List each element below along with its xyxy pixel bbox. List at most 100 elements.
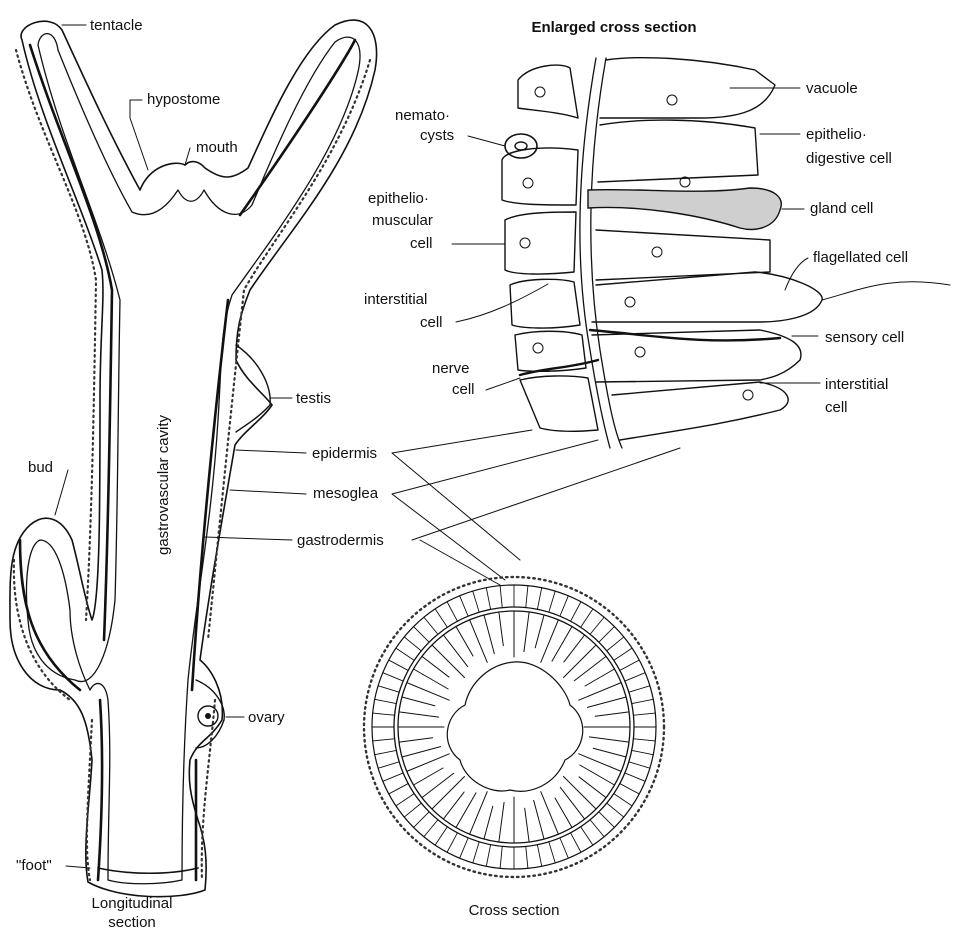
epidermis-cell-wall: [500, 586, 502, 608]
mesoglea-line: [20, 40, 355, 880]
epidermis-cell-wall: [581, 827, 593, 845]
testis-bulge: [236, 345, 270, 432]
epidermis-cell-wall: [473, 591, 479, 612]
label-flagellated-cell: flagellated cell: [813, 249, 908, 266]
label-mouth: mouth: [196, 139, 238, 156]
epidermis-cell-wall: [389, 784, 408, 794]
gastrodermis-cell-wall: [399, 738, 433, 742]
epidermis-cell-wall: [375, 699, 397, 703]
gastrodermis-cell-wall: [422, 656, 449, 677]
leader-flagellated-cell: [785, 258, 808, 290]
epidermis-cell-wall: [526, 586, 528, 608]
mesoglea-band: [580, 58, 622, 448]
leader-gastrodermis: [205, 448, 680, 585]
label-epidermis: epidermis: [312, 445, 377, 462]
epidermis-cell-wall: [599, 812, 615, 828]
gastrodermis-cell-wall: [595, 712, 629, 716]
gastrodermis-cell-wall: [399, 712, 439, 717]
nucleus: [533, 343, 543, 353]
gastrodermis-cell-wall: [499, 802, 504, 842]
label-gastrodermis: gastrodermis: [297, 532, 384, 549]
epidermis-cell-wall: [581, 609, 593, 627]
nucleus: [743, 390, 753, 400]
epidermis-cell-wall: [590, 617, 604, 634]
gastrodermis-cell-wall: [593, 748, 626, 757]
epidermis-cell-wall: [383, 673, 403, 681]
gastrodermis-cell-wall: [499, 612, 503, 646]
label-vacuole: vacuole: [806, 80, 858, 97]
nematocyst-inner: [515, 142, 527, 150]
gastrodermis-cell-wall: [407, 683, 449, 701]
label-gastrovascular-cavity: gastrovascular cavity: [155, 414, 172, 555]
epidermis-cell-wall: [537, 588, 541, 610]
epidermis-cell-wall: [629, 762, 650, 768]
epidermis-cell-wall: [599, 627, 615, 643]
gastrodermis-cell-wall: [541, 620, 559, 662]
caption-cross-section: Cross section: [469, 902, 560, 919]
gastrodermis-cell-wall: [484, 806, 493, 839]
epidermis-cell-wall: [414, 627, 430, 643]
epidermis-cell-wall: [620, 660, 639, 670]
epidermis-cell-wall: [629, 686, 650, 692]
foot-base: [98, 868, 198, 873]
gastrodermis-cell-wall: [525, 808, 529, 842]
label-epitheliodigestive-line1: epithelio·: [806, 126, 867, 143]
label-nematocysts-line1: nemato·: [395, 107, 450, 124]
label-bud: bud: [28, 459, 53, 476]
caption-longitudinal-line1: Longitudinal: [92, 895, 173, 912]
gastrodermis-cell-wall: [432, 645, 465, 678]
epidermis-cell-wall: [460, 596, 468, 616]
label-gland-cell: gland cell: [810, 200, 873, 217]
epidermis-cell-wall: [383, 773, 403, 781]
epidermis-cells: [502, 65, 598, 431]
gastrodermis-cell-wall: [484, 615, 494, 654]
label-foot: "foot": [16, 857, 52, 874]
label-mesoglea: mesoglea: [313, 485, 379, 502]
gastrodermis-cell-wall: [535, 615, 544, 648]
epidermis-cell-wall: [404, 637, 421, 651]
label-sensory-cell: sensory cell: [825, 329, 904, 346]
leader-interstitial-left: [456, 284, 548, 322]
epidermis-cell-wall: [373, 739, 395, 741]
ovary-egg-nucleus: [205, 713, 211, 719]
nucleus: [635, 347, 645, 357]
gastrodermis-cell-wall: [407, 754, 449, 772]
label-nerve-cell-line1: nerve: [432, 360, 470, 377]
gastrodermis-cell-wall: [414, 768, 443, 785]
epidermis-cell-wall: [537, 845, 541, 867]
gastrodermis-cell-wall: [579, 754, 621, 772]
gastrodermis-cell-wall: [402, 747, 441, 757]
epidermis-cell-wall: [620, 784, 639, 794]
gastrodermis-cell-wall: [585, 669, 614, 686]
gastrodermis-cell-wall: [563, 776, 596, 809]
cross-gastrodermis-cells: [398, 611, 630, 843]
label-ovary: ovary: [248, 709, 285, 726]
epidermis-cell-wall: [633, 739, 655, 741]
flagellum: [822, 282, 950, 300]
epidermis-cell-wall: [625, 773, 645, 781]
leader-bud: [55, 470, 68, 515]
epidermis-cell-wall: [447, 833, 457, 852]
epidermis-cell-wall: [549, 591, 555, 612]
gland-cell: [588, 188, 781, 229]
gastrodermis-cell-wall: [470, 792, 488, 834]
epidermis-cell-wall: [447, 602, 457, 621]
epidermis-cell-wall: [590, 820, 604, 837]
nematocyst: [505, 134, 537, 158]
epidermis-cell-wall: [560, 838, 568, 858]
label-interstitial-right-line1: interstitial: [825, 376, 888, 393]
epidermis-cell-wall: [373, 713, 395, 715]
epidermis-cell-wall: [389, 660, 408, 670]
label-nerve-cell-line2: cell: [452, 381, 475, 398]
gastrodermis-cell-wall: [589, 737, 629, 742]
gastrodermis-cell-wall: [587, 697, 626, 707]
cross-section-drawing: [364, 577, 664, 877]
title-enlarged-cross-section: Enlarged cross section: [531, 19, 696, 36]
gastrodermis-cell-wall: [579, 683, 621, 701]
nucleus: [652, 247, 662, 257]
epidermis-cell-wall: [549, 842, 555, 863]
label-interstitial-left-line2: cell: [420, 314, 443, 331]
leader-nerve-cell: [486, 378, 520, 390]
epidermis-cell-wall: [486, 588, 490, 610]
